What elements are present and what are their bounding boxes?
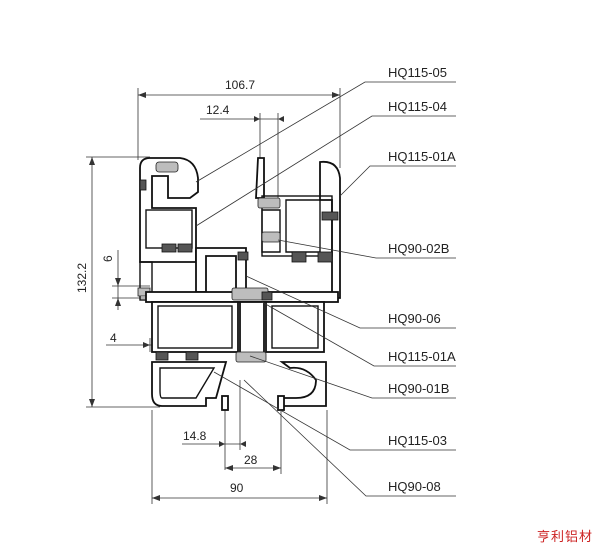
leader-lines [195,81,456,497]
dim-bottom-90: 90 [230,481,244,495]
dim-bottom-28: 28 [244,453,258,467]
part-label-hq90-02b: HQ90-02B [388,241,449,256]
part-label-hq90-06: HQ90-06 [388,311,441,326]
brand-watermark: 亨利铝材 [537,530,594,545]
part-labels: HQ115-05 HQ115-04 HQ115-01A HQ90-02B HQ9… [388,65,456,494]
dim-vertical-6: 6 [101,255,115,262]
part-label-hq90-08: HQ90-08 [388,479,441,494]
dim-vertical-4: 4 [110,331,117,345]
part-label-hq115-04: HQ115-04 [388,99,447,114]
part-label-hq90-01b: HQ90-01B [388,381,449,396]
part-label-hq115-03: HQ115-03 [388,433,447,448]
dim-offset-top: 12.4 [206,103,230,117]
part-label-hq115-01a-bottom: HQ115-01A [388,349,456,364]
dim-overall-height: 132.2 [75,263,89,293]
dim-overall-width: 106.7 [225,78,255,92]
profile-assembly [137,157,341,411]
dim-bottom-14-8: 14.8 [183,429,207,443]
part-label-hq115-05: HQ115-05 [388,65,447,80]
part-label-hq115-01a-top: HQ115-01A [388,149,456,164]
